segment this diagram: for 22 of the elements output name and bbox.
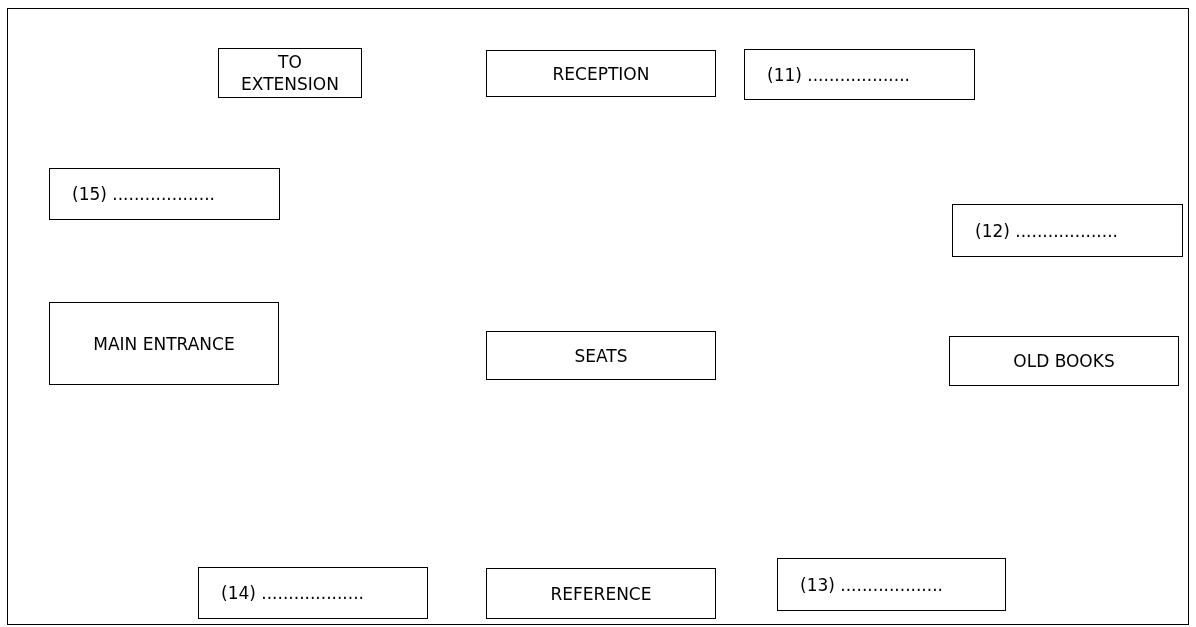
room-label: (13) ................... [800, 573, 943, 596]
room-label: OLD BOOKS [1012, 350, 1116, 372]
label-box [744, 49, 975, 100]
label-box [486, 568, 716, 619]
label-box [777, 558, 1006, 611]
label-box [218, 48, 362, 98]
label-box [486, 50, 716, 97]
label-box [952, 204, 1183, 257]
label-box [49, 302, 279, 385]
label-box [949, 336, 1179, 386]
label-box [198, 567, 428, 619]
room-label: SEATS [573, 344, 629, 367]
label-box [49, 168, 280, 220]
room-label: (12) ................... [975, 219, 1118, 242]
room-label: RECEPTION [551, 62, 651, 85]
label-box [486, 331, 716, 380]
room-label: REFERENCE [549, 582, 653, 605]
room-label: MAIN ENTRANCE [92, 332, 236, 355]
room-label: TO EXTENSION [240, 51, 340, 95]
room-label: (14) ................... [221, 582, 364, 604]
room-label: (15) ................... [72, 183, 215, 205]
room-label: (11) ................... [767, 63, 910, 86]
